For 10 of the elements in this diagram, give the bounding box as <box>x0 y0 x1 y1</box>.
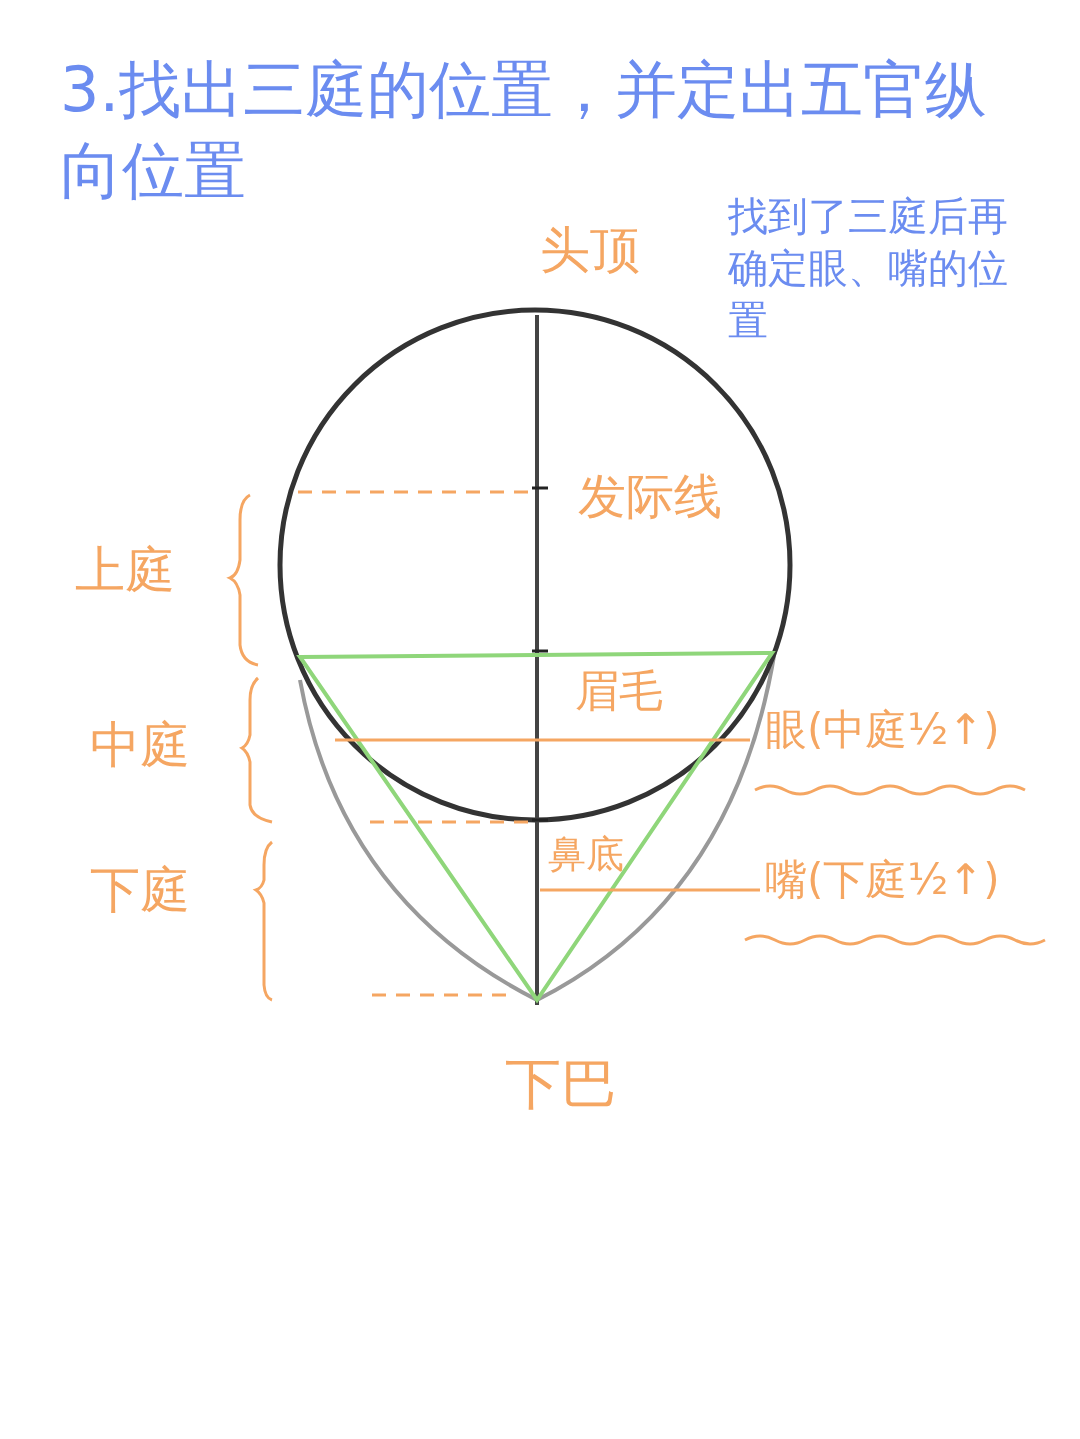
position-label: 嘴(下庭½↑) <box>765 855 1000 906</box>
position-label: 眼(中庭½↑) <box>765 705 1000 756</box>
position-label: 发际线 <box>578 468 722 526</box>
section-label: 上庭 <box>75 540 175 600</box>
section-label: 下庭 <box>90 860 190 920</box>
position-label: 鼻底 <box>548 832 624 878</box>
position-label: 眉毛 <box>575 665 663 718</box>
position-label: 头顶 <box>540 220 640 280</box>
section-label: 中庭 <box>90 715 190 775</box>
position-label: 下巴 <box>505 1050 617 1118</box>
